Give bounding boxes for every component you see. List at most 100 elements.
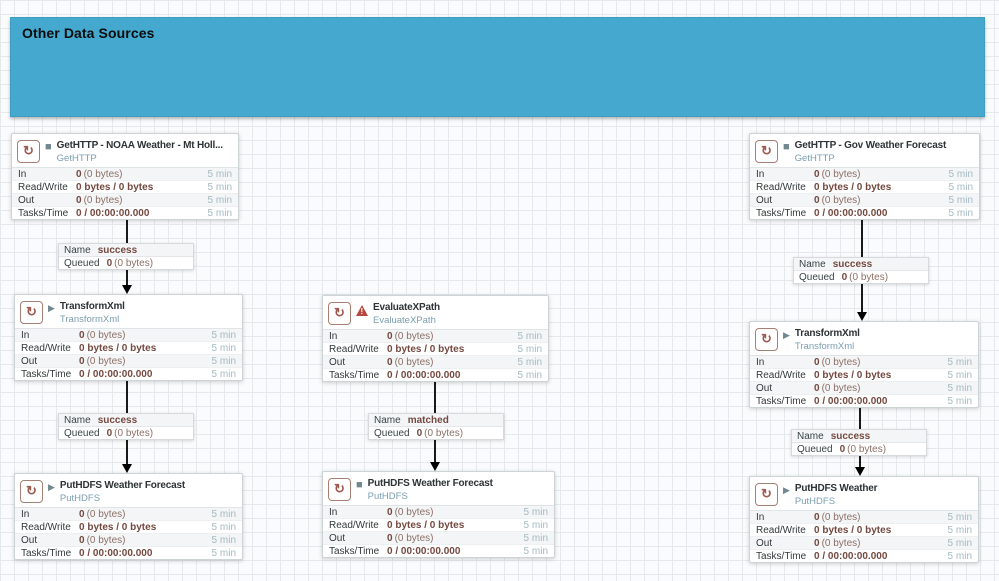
processor-type: EvaluateXPath: [373, 315, 436, 326]
connection-queued-row: Queued 0 (0 bytes): [64, 257, 154, 269]
processor-name: PutHDFS Weather Forecast: [59, 480, 185, 491]
stat-row-taskstime: Tasks/Time 0 / 00:00:00.000 5 min: [329, 545, 548, 557]
connection-name-row: Name matched: [369, 414, 503, 427]
connection-label-success[interactable]: Name success Queued 0 (0 bytes): [791, 429, 927, 456]
processor-type: PutHDFS: [794, 496, 836, 507]
stopped-square-icon: [783, 142, 790, 153]
processor-stats: In 0(0 bytes) 5 min Read/Write 0 bytes /…: [750, 167, 979, 219]
processor-puthdfs-weather-forecast-center[interactable]: PutHDFS Weather Forecast PutHDFS In 0(0 …: [322, 471, 555, 558]
connection-name-row: Name success: [59, 414, 193, 427]
stat-row-taskstime: Tasks/Time 0 / 00:00:00.000 5 min: [756, 207, 973, 219]
connection-label-success[interactable]: Name success Queued 0 (0 bytes): [58, 243, 194, 270]
stat-row-taskstime: Tasks/Time 0 / 00:00:00.000 5 min: [21, 368, 236, 380]
stat-row-in: In 0(0 bytes) 5 min: [750, 356, 978, 369]
processor-stats: In 0(0 bytes) 5 min Read/Write 0 bytes /…: [323, 329, 548, 381]
connection-queued-row: Queued 0 (0 bytes): [64, 427, 154, 439]
stat-row-readwrite: Read/Write 0 bytes / 0 bytes 5 min: [323, 519, 554, 532]
stat-row-taskstime: Tasks/Time 0 / 00:00:00.000 5 min: [18, 207, 232, 219]
connection-label-matched[interactable]: Name matched Queued 0 (0 bytes): [368, 413, 504, 440]
processor-refresh-icon: [20, 301, 43, 324]
stat-row-out: Out 0(0 bytes) 5 min: [750, 382, 978, 395]
stat-row-readwrite: Read/Write 0 bytes / 0 bytes 5 min: [750, 369, 978, 382]
process-group-other-data-sources[interactable]: Other Data Sources: [10, 17, 985, 117]
processor-header: GetHTTP - Gov Weather Forecast GetHTTP: [750, 134, 979, 167]
stat-row-readwrite: Read/Write 0 bytes / 0 bytes 5 min: [15, 521, 242, 534]
process-group-title: Other Data Sources: [22, 25, 155, 41]
processor-type: TransformXml: [59, 314, 120, 325]
stat-row-out: Out 0(0 bytes) 5 min: [750, 194, 979, 207]
stat-row-out: Out 0(0 bytes) 5 min: [15, 534, 242, 547]
stat-row-taskstime: Tasks/Time 0 / 00:00:00.000 5 min: [756, 550, 972, 562]
processor-stats: In 0(0 bytes) 5 min Read/Write 0 bytes /…: [750, 355, 978, 407]
processor-header: PutHDFS Weather Forecast PutHDFS: [15, 474, 242, 507]
processor-stats: In 0(0 bytes) 5 min Read/Write 0 bytes /…: [12, 167, 238, 219]
processor-type: PutHDFS: [367, 491, 408, 502]
connection-queued-row: Queued 0 (0 bytes): [374, 427, 464, 439]
connection-label-success[interactable]: Name success Queued 0 (0 bytes): [793, 257, 929, 284]
processor-puthdfs-weather-right[interactable]: PutHDFS Weather PutHDFS In 0(0 bytes) 5 …: [749, 476, 979, 563]
stat-row-readwrite: Read/Write 0 bytes / 0 bytes 5 min: [12, 181, 238, 194]
play-triangle-icon: [783, 485, 790, 496]
processor-stats: In 0(0 bytes) 5 min Read/Write 0 bytes /…: [15, 328, 242, 380]
processor-name: PutHDFS Weather Forecast: [367, 478, 493, 489]
processor-refresh-icon: [755, 328, 778, 351]
processor-gethttp-noaa-weather[interactable]: GetHTTP - NOAA Weather - Mt Holl... GetH…: [11, 133, 239, 220]
processor-header: PutHDFS Weather PutHDFS: [750, 477, 978, 510]
processor-name: GetHTTP - NOAA Weather - Mt Holl...: [56, 140, 223, 151]
processor-name: TransformXml: [59, 301, 125, 312]
processor-header: EvaluateXPath EvaluateXPath: [323, 296, 548, 329]
connection-name-row: Name success: [794, 258, 928, 271]
processor-refresh-icon: [755, 483, 778, 506]
play-triangle-icon: [48, 482, 55, 493]
stat-row-out: Out 0(0 bytes) 5 min: [750, 537, 978, 550]
stopped-square-icon: [45, 142, 52, 153]
stat-row-readwrite: Read/Write 0 bytes / 0 bytes 5 min: [323, 343, 548, 356]
stat-row-readwrite: Read/Write 0 bytes / 0 bytes 5 min: [15, 342, 242, 355]
processor-name: EvaluateXPath: [373, 302, 440, 313]
processor-type: GetHTTP: [56, 153, 97, 164]
processor-header: TransformXml TransformXml: [15, 295, 242, 328]
stat-row-out: Out 0(0 bytes) 5 min: [323, 532, 554, 545]
connection-queued-row: Queued 0 (0 bytes): [797, 443, 887, 455]
stat-row-in: In 0(0 bytes) 5 min: [15, 508, 242, 521]
stat-row-in: In 0(0 bytes) 5 min: [15, 329, 242, 342]
processor-gethttp-gov-weather-forecast[interactable]: GetHTTP - Gov Weather Forecast GetHTTP I…: [749, 133, 980, 220]
processor-stats: In 0(0 bytes) 5 min Read/Write 0 bytes /…: [750, 510, 978, 562]
stat-row-in: In 0(0 bytes) 5 min: [323, 330, 548, 343]
connection-queued-row: Queued 0 (0 bytes): [799, 271, 889, 283]
stat-row-in: In 0(0 bytes) 5 min: [323, 506, 554, 519]
play-triangle-icon: [48, 303, 55, 314]
stat-row-in: In 0(0 bytes) 5 min: [12, 168, 238, 181]
processor-stats: In 0(0 bytes) 5 min Read/Write 0 bytes /…: [323, 505, 554, 557]
processor-refresh-icon: [755, 140, 778, 163]
processor-refresh-icon: [20, 480, 43, 503]
processor-transformxml-left[interactable]: TransformXml TransformXml In 0(0 bytes) …: [14, 294, 243, 381]
connection-name-row: Name success: [792, 430, 926, 443]
stat-row-taskstime: Tasks/Time 0 / 00:00:00.000 5 min: [756, 395, 972, 407]
processor-refresh-icon: [328, 302, 351, 325]
processor-type: TransformXml: [794, 341, 855, 352]
stat-row-taskstime: Tasks/Time 0 / 00:00:00.000 5 min: [329, 369, 542, 381]
connection-name-row: Name success: [59, 244, 193, 257]
processor-transformxml-right[interactable]: TransformXml TransformXml In 0(0 bytes) …: [749, 321, 979, 408]
processor-header: TransformXml TransformXml: [750, 322, 978, 355]
stat-row-out: Out 0(0 bytes) 5 min: [12, 194, 238, 207]
processor-type: PutHDFS: [59, 493, 101, 504]
stat-row-taskstime: Tasks/Time 0 / 00:00:00.000 5 min: [21, 547, 236, 559]
stat-row-readwrite: Read/Write 0 bytes / 0 bytes 5 min: [750, 524, 978, 537]
processor-name: TransformXml: [794, 328, 860, 339]
processor-refresh-icon: [328, 478, 351, 501]
play-triangle-icon: [783, 330, 790, 341]
processor-stats: In 0(0 bytes) 5 min Read/Write 0 bytes /…: [15, 507, 242, 559]
processor-name: GetHTTP - Gov Weather Forecast: [794, 140, 947, 151]
processor-refresh-icon: [17, 140, 40, 163]
processor-type: GetHTTP: [794, 153, 835, 164]
stat-row-readwrite: Read/Write 0 bytes / 0 bytes 5 min: [750, 181, 979, 194]
stat-row-out: Out 0(0 bytes) 5 min: [323, 356, 548, 369]
processor-evaluatexpath[interactable]: EvaluateXPath EvaluateXPath In 0(0 bytes…: [322, 295, 549, 382]
processor-header: GetHTTP - NOAA Weather - Mt Holl... GetH…: [12, 134, 238, 167]
processor-puthdfs-weather-forecast-left[interactable]: PutHDFS Weather Forecast PutHDFS In 0(0 …: [14, 473, 243, 560]
connection-label-success[interactable]: Name success Queued 0 (0 bytes): [58, 413, 194, 440]
invalid-warning-icon: [356, 305, 368, 316]
